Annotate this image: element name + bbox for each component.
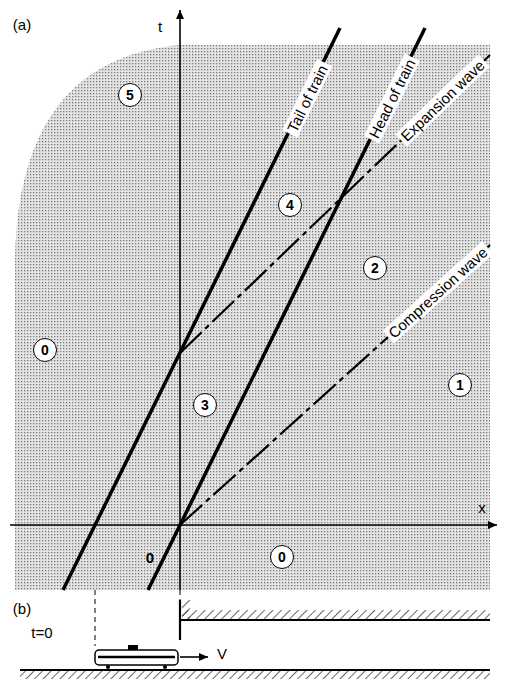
t-axis <box>179 10 181 590</box>
x-axis <box>10 524 497 526</box>
region-circle: 1 <box>448 373 472 397</box>
velocity-label: V <box>217 645 227 662</box>
region-circle: 2 <box>363 256 387 280</box>
portal-hatch <box>182 600 190 619</box>
region-circle: 0 <box>33 338 57 362</box>
region-number: 1 <box>456 377 464 393</box>
tunnel-roof <box>180 619 490 621</box>
head-line <box>148 28 425 590</box>
region-circle: 0 <box>270 545 294 569</box>
region-number: 3 <box>201 397 209 413</box>
train <box>95 645 178 669</box>
region-number: 5 <box>126 87 134 103</box>
panel-letter: (a) <box>13 16 31 33</box>
panel-letter: (b) <box>13 600 31 617</box>
axis-label: t <box>158 18 162 35</box>
tunnel-roof-hatch <box>182 610 490 619</box>
region-number: 0 <box>146 549 154 566</box>
ground <box>20 669 490 671</box>
axis-label: x <box>478 499 486 516</box>
projection-line <box>180 590 181 600</box>
ground-hatch <box>20 671 490 679</box>
region-circle: 4 <box>278 193 302 217</box>
region-number: 0 <box>278 549 286 565</box>
region-number: 4 <box>286 197 294 213</box>
projection-line <box>95 590 96 646</box>
velocity-arrow <box>180 656 208 658</box>
region-circle: 3 <box>193 393 217 417</box>
region-circle: 5 <box>118 83 142 107</box>
region-number: 0 <box>41 342 49 358</box>
time-label: t=0 <box>31 624 52 641</box>
region-number: 2 <box>371 260 379 276</box>
